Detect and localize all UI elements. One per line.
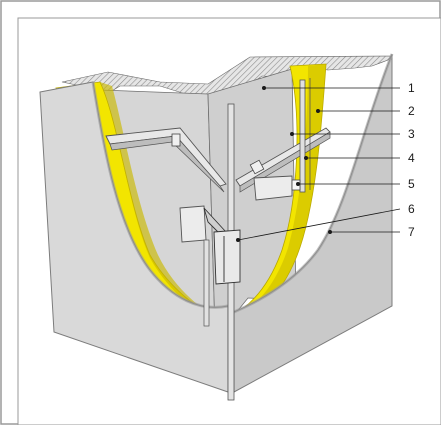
bracket-plate-right	[253, 175, 293, 201]
bracket-plate-left	[179, 205, 207, 243]
bracket-holder	[213, 229, 241, 285]
callout-label-3: 3	[408, 127, 415, 141]
vertical-profile-back	[299, 79, 306, 193]
callout-leaders	[235, 86, 401, 242]
vertical-profile-lower	[203, 239, 210, 327]
cladding-panel-right-edge	[233, 53, 394, 314]
rail-clip-right	[249, 159, 265, 175]
callout-label-2: 2	[408, 104, 415, 118]
cladding-panel-left-edge	[91, 81, 229, 309]
callout-label-5: 5	[408, 177, 415, 191]
callout-label-1: 1	[408, 81, 415, 95]
rail-clip-left	[171, 133, 181, 147]
callout-label-7: 7	[408, 225, 415, 239]
insulation-left-shadow	[100, 82, 222, 326]
callout-label-6: 6	[408, 202, 415, 216]
callout-label-4: 4	[408, 151, 415, 165]
insulation-right-shadow	[236, 64, 326, 324]
